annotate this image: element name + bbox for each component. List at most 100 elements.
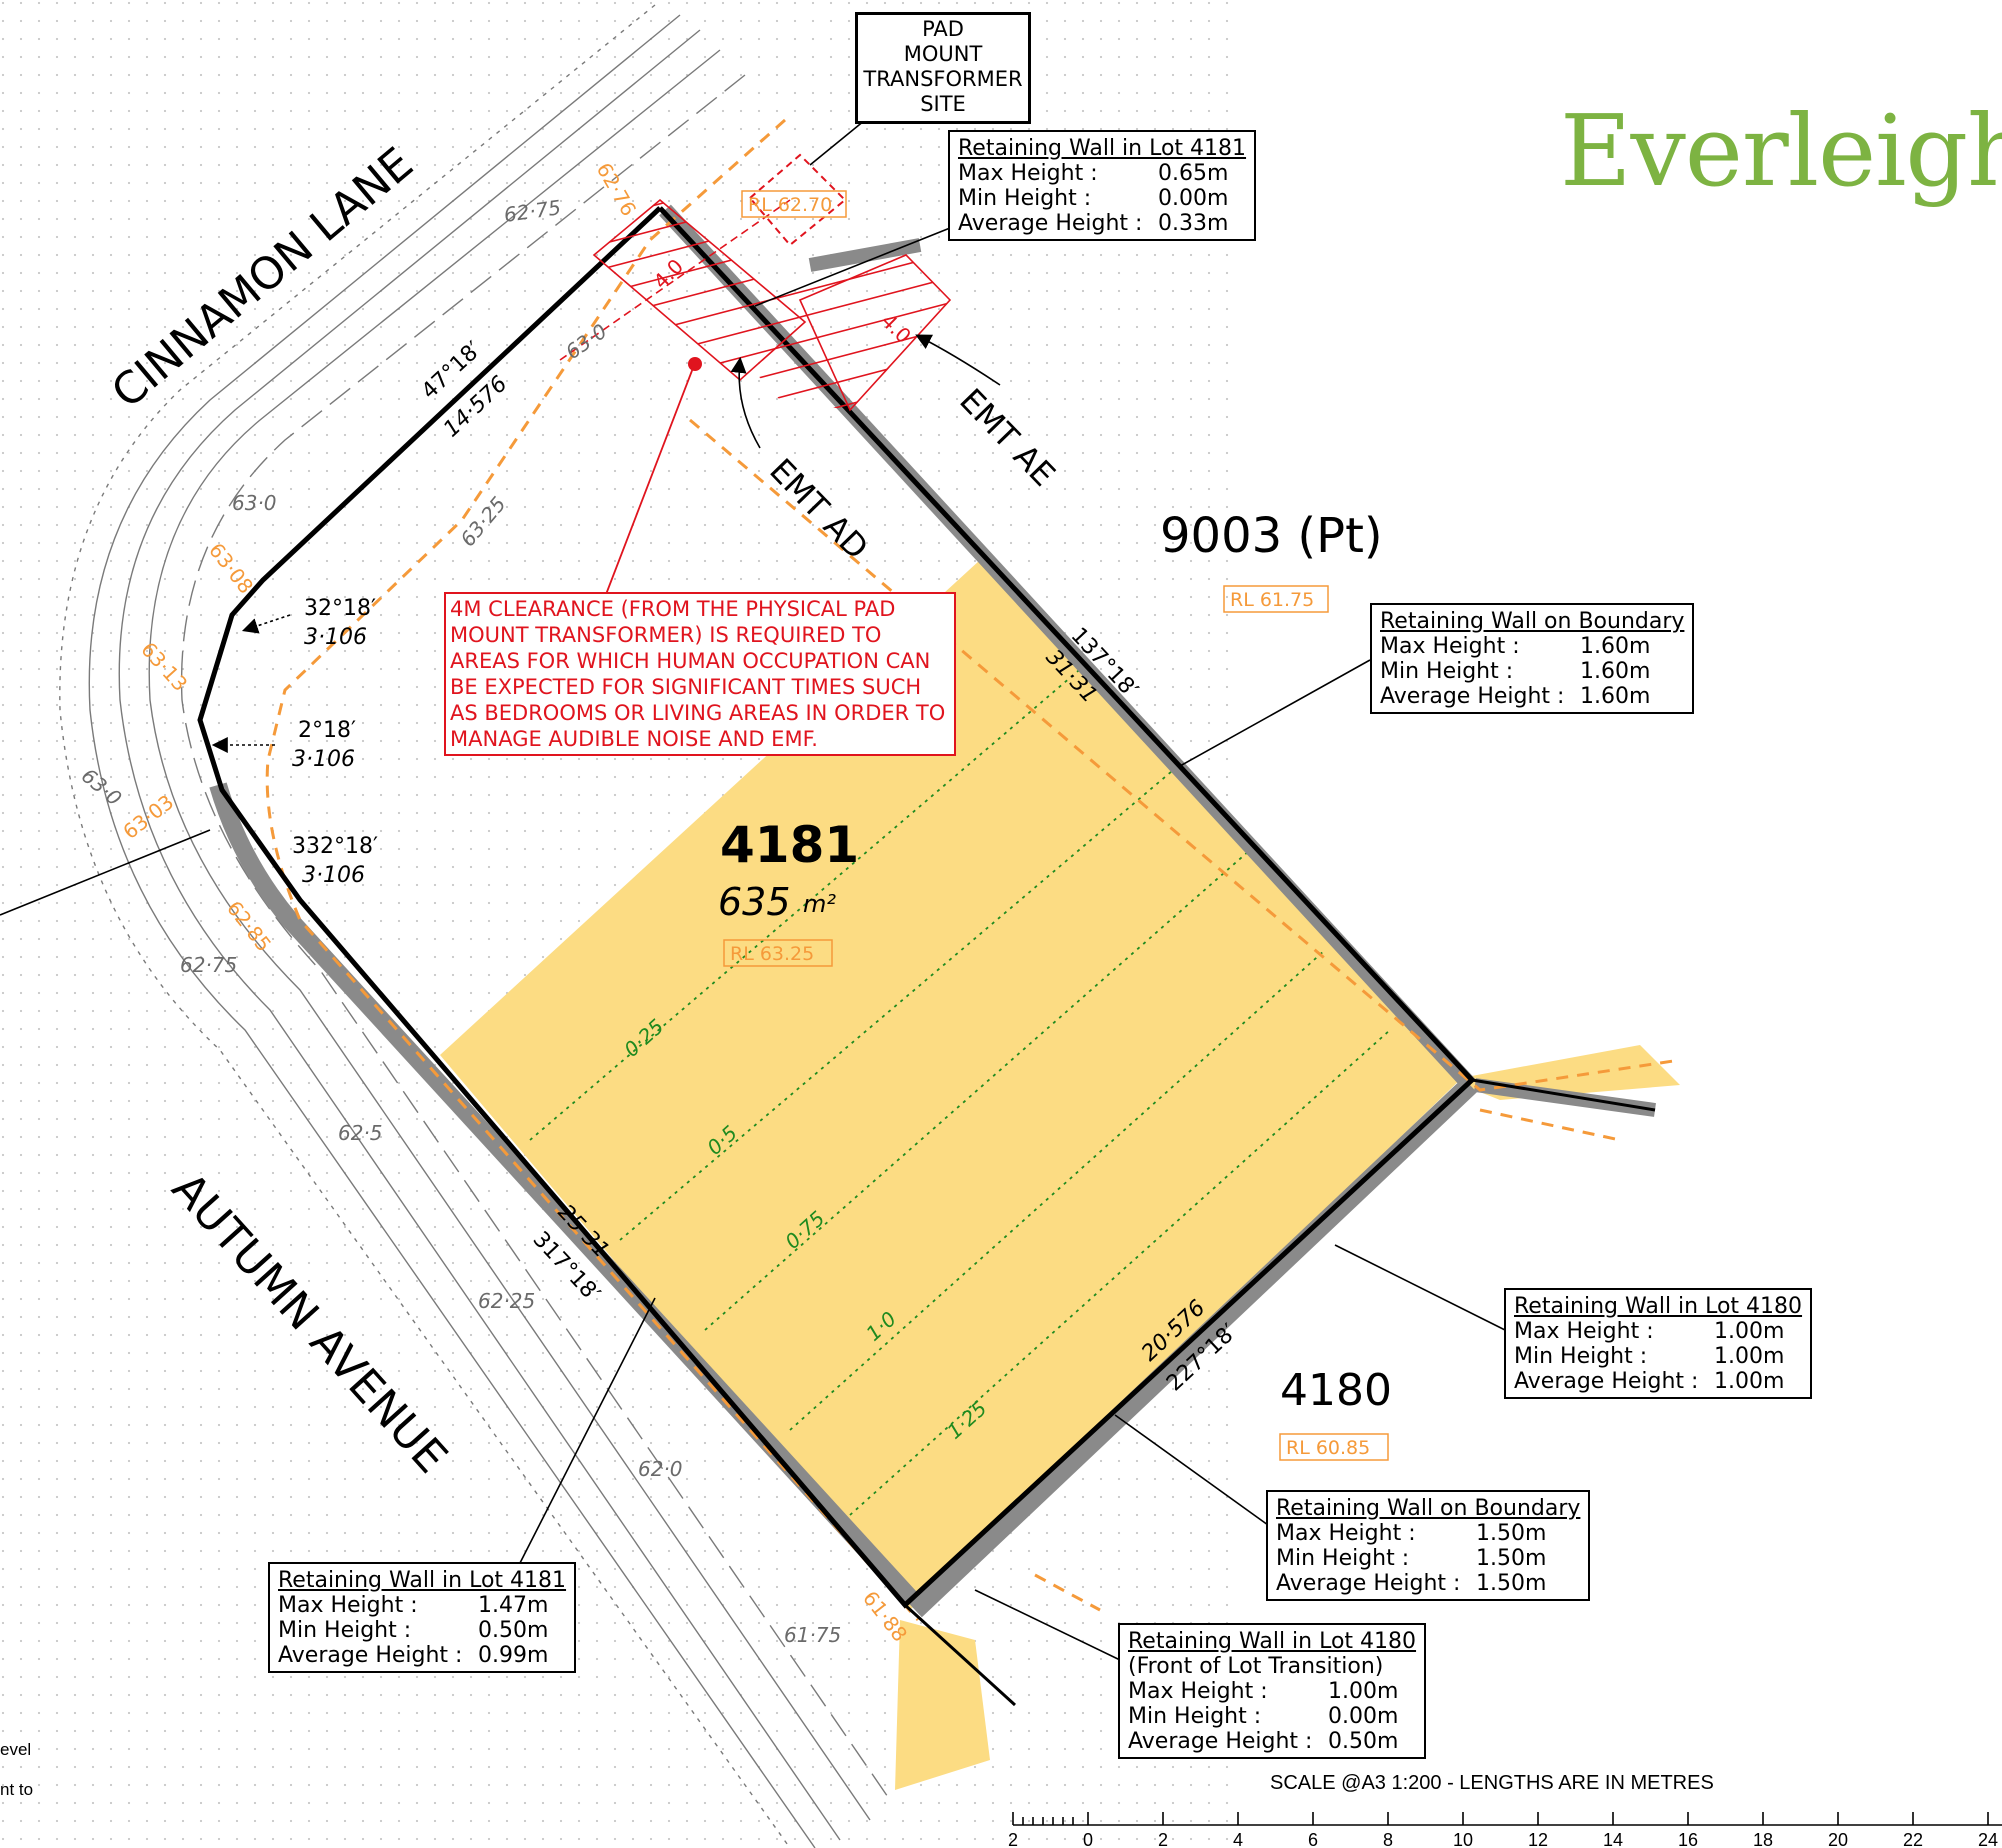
neighbour-4180: 4180 <box>1280 1365 1392 1416</box>
transformer-rl-box <box>741 190 847 218</box>
pad-mount-line: SITE <box>920 92 966 116</box>
wall-key: Min Height : <box>958 186 1092 211</box>
wall-key: Max Height : <box>958 161 1098 186</box>
contour-label: 63·0 <box>232 491 277 515</box>
distance-label: 3·106 <box>292 747 355 772</box>
wall-key: Average Height : <box>1128 1729 1313 1754</box>
scale-tick: 16 <box>1678 1830 1698 1848</box>
lot-4181-fill <box>440 560 1465 1610</box>
scale-tick: 10 <box>1453 1830 1473 1848</box>
distance-label: 3·106 <box>302 863 365 888</box>
lot-rl: RL 63.25 <box>730 943 814 965</box>
scale-tick: 6 <box>1308 1830 1318 1848</box>
wall-key: Average Height : <box>1514 1369 1699 1394</box>
clearance-note: 4M CLEARANCE (FROM THE PHYSICAL PAD MOUN… <box>444 592 956 756</box>
wall-key: Max Height : <box>1380 634 1520 659</box>
retaining-wall-box: Retaining Wall in Lot 4180 (Front of Lot… <box>1118 1623 1427 1759</box>
wall-value: 1.60m <box>1580 659 1651 684</box>
scale-tick: 2 <box>1008 1830 1018 1848</box>
wall-key: Min Height : <box>1128 1704 1262 1729</box>
wall-key: Max Height : <box>278 1593 418 1618</box>
scale-tick: 18 <box>1753 1830 1773 1848</box>
wall-value: 1.00m <box>1714 1319 1785 1344</box>
wall-key: Max Height : <box>1128 1679 1268 1704</box>
contour-label: 62·75 <box>180 953 237 977</box>
boundary-frontage-extension <box>903 1603 1017 1707</box>
bearing-label: 332°18′ <box>292 834 378 859</box>
wall-key: Average Height : <box>1380 684 1565 709</box>
wall-key: Max Height : <box>1276 1521 1416 1546</box>
wall-value: 1.50m <box>1476 1521 1547 1546</box>
wall-value: 0.00m <box>1328 1704 1399 1729</box>
retaining-wall-box: Retaining Wall in Lot 4181 Max Height : 0… <box>948 130 1257 241</box>
wall-value: 0.99m <box>478 1643 549 1668</box>
scale-tick: 0 <box>1083 1830 1093 1848</box>
scale-tick: 22 <box>1903 1830 1923 1848</box>
neighbour-4180-rl-box <box>1279 1433 1389 1461</box>
wall-key: Max Height : <box>1514 1319 1654 1344</box>
retaining-wall-box: Retaining Wall in Lot 4181 Max Height : 1… <box>268 1562 577 1673</box>
wall-value: 1.00m <box>1714 1369 1785 1394</box>
scale-tick: 12 <box>1528 1830 1548 1848</box>
wall-subtitle: (Front of Lot Transition) <box>1128 1654 1384 1679</box>
scale-tick: 24 <box>1978 1830 1998 1848</box>
retaining-wall-box: Retaining Wall on Boundary Max Height : 1… <box>1266 1490 1591 1601</box>
wall-key: Average Height : <box>958 211 1143 236</box>
wall-value: 0.50m <box>1328 1729 1399 1754</box>
neighbour-9003-rl: RL 61.75 <box>1230 589 1314 611</box>
transformer-point <box>688 357 702 371</box>
distance-label: 3·106 <box>304 625 367 650</box>
lot-number: 4181 <box>720 816 859 874</box>
scale-caption: SCALE @A3 1:200 - LENGTHS ARE IN METRES <box>1270 1772 1714 1794</box>
scale-tick: 14 <box>1603 1830 1623 1848</box>
legend-fragment: nt to <box>0 1780 34 1799</box>
wall-value: 0.50m <box>478 1618 549 1643</box>
contour-label: 62·25 <box>478 1289 535 1313</box>
legend-fragment: evel <box>0 1740 32 1759</box>
neighbour-9003-rl-box <box>1223 585 1329 613</box>
pad-mount-box: PAD MOUNT TRANSFORMER SITE <box>855 12 1031 124</box>
wall-value: 1.60m <box>1580 634 1651 659</box>
wall-title: Retaining Wall in Lot 4181 <box>958 136 1247 161</box>
pad-mount-line: TRANSFORMER <box>863 67 1023 91</box>
boundary-side-extension <box>1471 1078 1656 1112</box>
wall-key: Min Height : <box>278 1618 412 1643</box>
transformer-rl: RL 62.70 <box>748 194 832 216</box>
bearing-label: 32°18′ <box>304 596 376 621</box>
contour-label: 62·5 <box>338 1121 383 1145</box>
retaining-wall-box: Retaining Wall in Lot 4180 Max Height :1… <box>1504 1288 1813 1399</box>
wall-key: Min Height : <box>1276 1546 1410 1571</box>
lot-boundary <box>197 206 1476 1609</box>
neighbour-4180-rl: RL 60.85 <box>1286 1437 1370 1459</box>
wall-value: 0.33m <box>1158 211 1229 236</box>
scale-ticks: 2 0 2 4 6 8 10 12 14 16 18 20 22 24 <box>1008 1830 1998 1848</box>
everleigh-logo: Everleigh <box>1560 95 2002 209</box>
leader-lines <box>0 115 1506 1661</box>
scale-tick: 20 <box>1828 1830 1848 1848</box>
lot-area-unit: m² <box>803 890 836 918</box>
wall-value: 1.50m <box>1476 1571 1547 1596</box>
wall-title: Retaining Wall on Boundary <box>1276 1496 1581 1521</box>
contour-label: 62·0 <box>638 1457 683 1481</box>
road-lines <box>59 4 891 1848</box>
retaining-wall-box: Retaining Wall on Boundary Max Height :1… <box>1370 603 1695 714</box>
lot-rl-box <box>723 939 833 967</box>
scale-tick: 8 <box>1383 1830 1393 1848</box>
pad-mount-line: MOUNT <box>903 42 983 66</box>
wall-value: 1.47m <box>478 1593 549 1618</box>
clearance-leader <box>604 367 694 598</box>
wall-value: 1.00m <box>1328 1679 1399 1704</box>
contour-label: 61·75 <box>784 1623 841 1647</box>
wall-value: 1.50m <box>1476 1546 1547 1571</box>
pad-mount-line: PAD <box>922 17 964 41</box>
wall-value: 0.65m <box>1158 161 1229 186</box>
wall-value: 0.00m <box>1158 186 1229 211</box>
wall-title: Retaining Wall in Lot 4180 <box>1128 1629 1417 1654</box>
wall-title: Retaining Wall in Lot 4181 <box>278 1568 567 1593</box>
bearing-label: 2°18′ <box>298 718 356 743</box>
scale-tick: 2 <box>1158 1830 1168 1848</box>
scale-tick: 4 <box>1233 1830 1243 1848</box>
neighbour-9003: 9003 (Pt) <box>1160 508 1383 564</box>
scale-bar <box>1012 1812 2002 1826</box>
